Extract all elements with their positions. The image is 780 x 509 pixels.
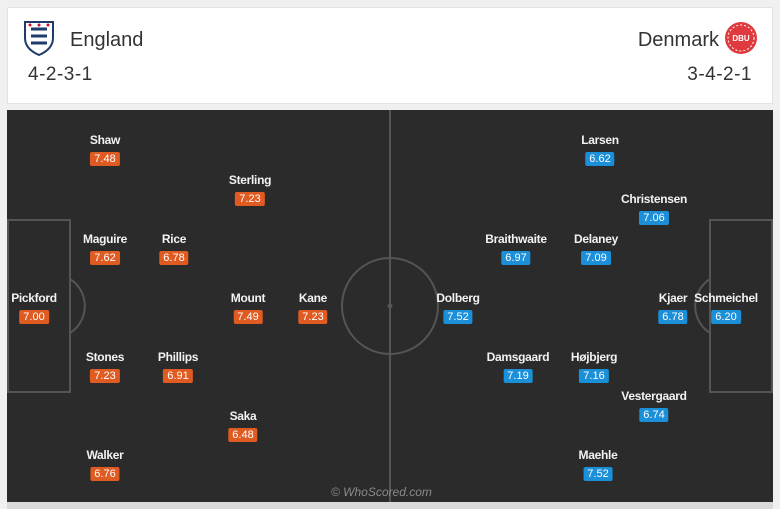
rating-badge: 7.23 [298,310,328,324]
home-player-rice[interactable]: Rice 6.78 [159,232,189,266]
rating-badge: 7.23 [235,192,265,206]
away-player-braithwaite[interactable]: Braithwaite 6.97 [485,232,547,265]
home-team-name[interactable]: England [70,29,144,51]
whoscored-watermark: © WhoScored.com [331,485,432,499]
match-header: England 4-2-3-1 Denmark DBU 3-4-2-1 [7,7,773,104]
away-player-kjaer[interactable]: Kjaer 6.78 [658,291,688,324]
rating-badge: 6.78 [159,251,189,265]
rating-badge: 6.76 [90,467,120,481]
rating-badge: 7.19 [503,369,533,383]
away-player-delaney[interactable]: Delaney 7.09 [574,232,618,265]
away-player-dolberg[interactable]: Dolberg 7.52 [436,291,480,324]
home-player-phillips[interactable]: Phillips 6.91 [157,350,199,383]
rating-badge: 7.52 [443,310,473,324]
rating-badge: 6.91 [163,369,193,383]
denmark-dbu-icon: DBU [725,22,757,54]
rating-badge: 6.78 [658,310,688,324]
rating-badge: 7.09 [581,251,611,265]
rating-badge: 7.06 [639,211,669,225]
away-player-maehle[interactable]: Maehle 7.52 [578,448,618,481]
england-three-lions-icon [24,21,54,56]
rating-badge: 7.52 [583,467,613,481]
away-player-schmeichel[interactable]: Schmeichel 6.20 [694,291,758,324]
away-player-hojbjerg[interactable]: Højbjerg 7.16 [570,350,618,383]
away-player-vestergaard[interactable]: Vestergaard 6.74 [621,389,687,422]
home-player-pickford[interactable]: Pickford 7.00 [11,291,57,324]
away-formation: 3-4-2-1 [687,64,752,85]
rating-badge: 7.62 [90,251,120,265]
rating-badge: 7.16 [579,369,609,383]
home-player-saka[interactable]: Saka 6.48 [228,409,258,442]
rating-badge: 7.00 [19,310,49,324]
home-player-sterling[interactable]: Sterling 7.23 [228,173,272,206]
home-player-walker[interactable]: Walker 6.76 [86,448,124,481]
rating-badge: 6.74 [639,408,669,422]
pitch-lines [7,110,773,502]
rating-badge: 6.48 [228,428,258,442]
rating-badge: 7.48 [90,152,120,166]
rating-badge: 7.23 [90,369,120,383]
home-player-stones[interactable]: Stones 7.23 [85,350,125,383]
rating-badge: 6.20 [711,310,741,324]
away-team-name[interactable]: Denmark [637,29,719,51]
home-player-shaw[interactable]: Shaw 7.48 [89,133,121,166]
pitch: Shaw 7.48 Sterling 7.23 Maguire 7.62 Ric… [7,110,773,502]
home-player-kane[interactable]: Kane 7.23 [298,291,328,324]
away-player-damsgaard[interactable]: Damsgaard 7.19 [486,350,550,383]
svg-text:DBU: DBU [732,34,750,43]
rating-badge: 6.97 [501,251,531,265]
away-player-larsen[interactable]: Larsen 6.62 [581,133,619,166]
rating-badge: 6.62 [585,152,615,166]
home-player-mount[interactable]: Mount 7.49 [230,291,266,324]
bottom-divider [7,502,773,509]
rating-badge: 7.49 [233,310,263,324]
home-player-maguire[interactable]: Maguire 7.62 [83,232,127,265]
away-player-christensen[interactable]: Christensen 7.06 [620,192,688,225]
home-formation: 4-2-3-1 [28,64,93,85]
